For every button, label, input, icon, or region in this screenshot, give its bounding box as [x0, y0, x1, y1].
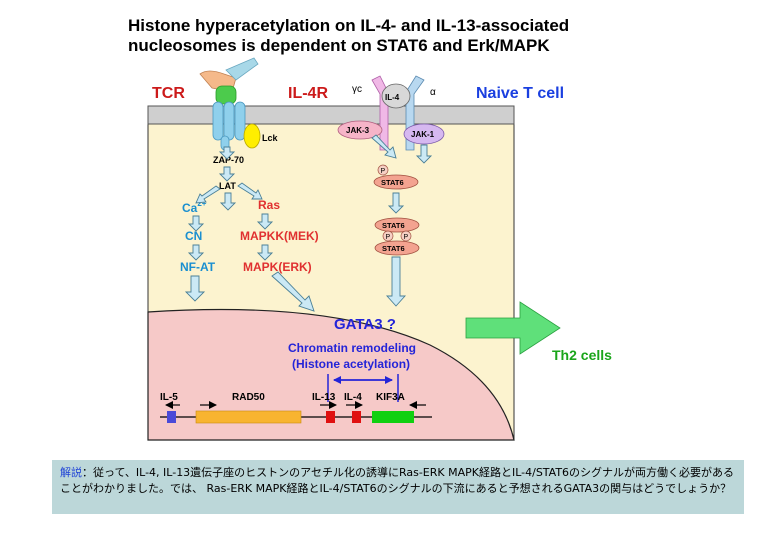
stat6-monomer-body — [373, 174, 419, 190]
note-text: ：従って、IL-4, IL-13遺伝子座のヒストンのアセチル化の誘導にRas-E… — [60, 466, 735, 495]
rad50-gene-label: RAD50 — [232, 392, 265, 403]
phospho-badge — [377, 164, 389, 176]
chromatin-remodeling-label: Chromatin remodeling — [288, 341, 416, 355]
il13-gene-label: IL-13 — [312, 392, 336, 403]
arrow-stat6-dimerization — [387, 192, 405, 214]
arrow-lat-to-ca — [195, 185, 221, 204]
signaling-diagram: TCR IL-4R Naive T cell Lck ZAP-70 LAT Ca… — [147, 57, 612, 441]
th2-label: Th2 cells — [552, 347, 612, 363]
histone-acetylation-label: (Histone acetylation) — [292, 357, 410, 371]
stat6-dimer: STAT6 P P STAT6 — [374, 217, 420, 256]
acetylation-range-bracket — [327, 374, 399, 402]
rad50-gene — [195, 410, 302, 424]
gata3-label: GATA3 ? — [334, 316, 396, 333]
gene-locus: IL-5 RAD50 IL-13 IL-4 KIF3A — [160, 392, 432, 424]
lck-kinase — [243, 123, 261, 149]
jak1-kinase — [403, 123, 445, 145]
phospho-label: P — [381, 168, 386, 175]
arrow-nfat-to-nucleus — [184, 275, 206, 302]
slide-title: Histone hyperacetylation on IL-4- and IL… — [128, 16, 569, 56]
title-line-2: nucleosomes is dependent on STAT6 and Er… — [128, 36, 550, 55]
zap70-label: ZAP-70 — [213, 155, 244, 165]
arrow-tcr-to-zap70 — [218, 146, 236, 160]
nfat-label: NF-AT — [180, 260, 216, 274]
il4-gene — [352, 411, 361, 423]
arrow-cn-to-nfat — [187, 244, 205, 261]
gamma-c-label: γc — [352, 84, 362, 95]
phospho-badge-left — [382, 230, 394, 242]
il13-gene — [326, 411, 335, 423]
arrow-zap70-to-lat — [218, 166, 236, 182]
kif3a-gene — [372, 411, 414, 423]
il4-gene-label: IL-4 — [344, 392, 362, 403]
il5-gene — [167, 411, 176, 423]
title-line-1: Histone hyperacetylation on IL-4- and IL… — [128, 16, 570, 35]
tcr-beta-chain — [223, 101, 235, 141]
cn-label: CN — [185, 229, 202, 243]
stat6-dimer-bottom — [374, 240, 420, 256]
arrow-jak3-to-stat6 — [371, 134, 397, 159]
arrow-ca-to-cn — [187, 215, 205, 232]
phospho-badge-right — [400, 230, 412, 242]
phospho-label-left: P — [386, 234, 391, 241]
arrow-mapkk-to-mapk — [256, 244, 274, 261]
arrow-lat-to-center — [219, 192, 237, 211]
lat-label: LAT — [219, 181, 236, 191]
stat6-dimer-top — [374, 217, 420, 233]
tcr-label: TCR — [152, 85, 185, 102]
arrow-stat6-to-nucleus — [385, 256, 407, 307]
kif3a-gene-label: KIF3A — [376, 392, 405, 403]
mapkk-label: MAPKK(MEK) — [240, 229, 319, 243]
stat6-dimer-top-label: STAT6 — [382, 221, 405, 230]
alpha-label: α — [430, 87, 436, 98]
stat6-dimer-bottom-label: STAT6 — [382, 244, 405, 253]
tcr-complex: Lck — [199, 57, 279, 151]
cd3-chain — [234, 101, 246, 141]
cell-type-label: Naive T cell — [476, 85, 564, 102]
il4-cytokine — [381, 83, 411, 109]
jak3-label: JAK-3 — [346, 126, 370, 135]
il4-receptor-complex: γc α IL-4 JAK-3 JAK-1 — [337, 75, 445, 151]
arrow-lat-to-ras — [237, 182, 263, 200]
il4r-label: IL-4R — [288, 85, 328, 102]
stat6-monomer: STAT6 P — [373, 164, 419, 190]
stat6-monomer-label: STAT6 — [381, 178, 404, 187]
tcr-antigen-binding — [215, 85, 237, 105]
th2-differentiation-arrow — [465, 301, 561, 355]
il4-cytokine-label: IL-4 — [385, 93, 400, 102]
phospho-label-right: P — [404, 234, 409, 241]
lck-label: Lck — [262, 133, 279, 143]
explanation-note: 解説：従って、IL-4, IL-13遺伝子座のヒストンのアセチル化の誘導にRas… — [52, 460, 744, 514]
jak3-kinase — [337, 120, 383, 140]
il5-gene-label: IL-5 — [160, 392, 178, 403]
nucleus — [147, 308, 515, 441]
arrow-jak1-to-stat6 — [415, 144, 433, 164]
mapk-label: MAPK(ERK) — [243, 260, 312, 274]
note-lead: 解説 — [60, 466, 82, 479]
tcr-alpha-chain — [212, 101, 224, 141]
ras-label: Ras — [258, 198, 280, 212]
arrow-ras-to-mapkk — [256, 213, 274, 230]
ca-label: Ca2+ — [182, 199, 207, 215]
mhc-ligand-arm — [225, 57, 259, 81]
arrow-mapk-to-gata3 — [271, 271, 315, 312]
cell-membrane — [147, 105, 515, 125]
jak1-label: JAK-1 — [411, 130, 435, 139]
